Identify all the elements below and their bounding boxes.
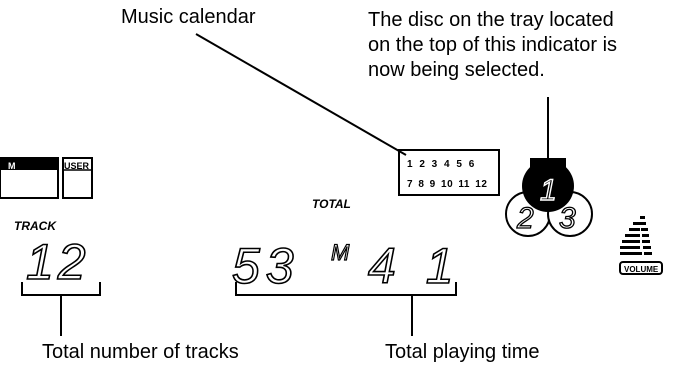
time-seconds: 41 [368, 238, 484, 294]
disc-callout-line-2: on the top of this indicator is [368, 34, 618, 56]
user-label: USER [64, 161, 90, 171]
disc-callout-line-1: The disc on the tray located [368, 9, 614, 31]
disc-indicator-callout: The disc on the tray located on the top … [368, 8, 617, 83]
user-box [62, 157, 93, 199]
total-label: TOTAL [312, 197, 351, 211]
total-time-callout: Total playing time [385, 341, 540, 363]
volume-box [619, 261, 663, 275]
mode-label: M [8, 161, 16, 171]
calendar-row-2: 7 8 9 10 11 12 [407, 179, 488, 190]
calendar-row-1: 1 2 3 4 5 6 [407, 159, 475, 170]
time-minutes: 53 [232, 238, 300, 294]
disc-callout-line-3: now being selected. [368, 59, 545, 81]
music-calendar-box [398, 149, 500, 196]
track-number: 12 [26, 234, 90, 290]
time-unit: M [331, 240, 350, 265]
time-bracket [235, 282, 457, 296]
tray-disc-1-number: 1 [540, 174, 557, 207]
track-label: TRACK [14, 219, 56, 233]
music-calendar-callout: Music calendar [121, 6, 256, 28]
tray-disc-2-number: 2 [516, 202, 534, 235]
music-calendar-leader [195, 33, 407, 156]
mode-box-header [0, 158, 58, 170]
total-tracks-callout: Total number of tracks [42, 341, 239, 363]
volume-level-icon [620, 216, 652, 255]
tray-disc-3-number: 3 [559, 202, 576, 235]
tray-disc-1 [522, 160, 574, 212]
volume-label: VOLUME [624, 265, 659, 274]
